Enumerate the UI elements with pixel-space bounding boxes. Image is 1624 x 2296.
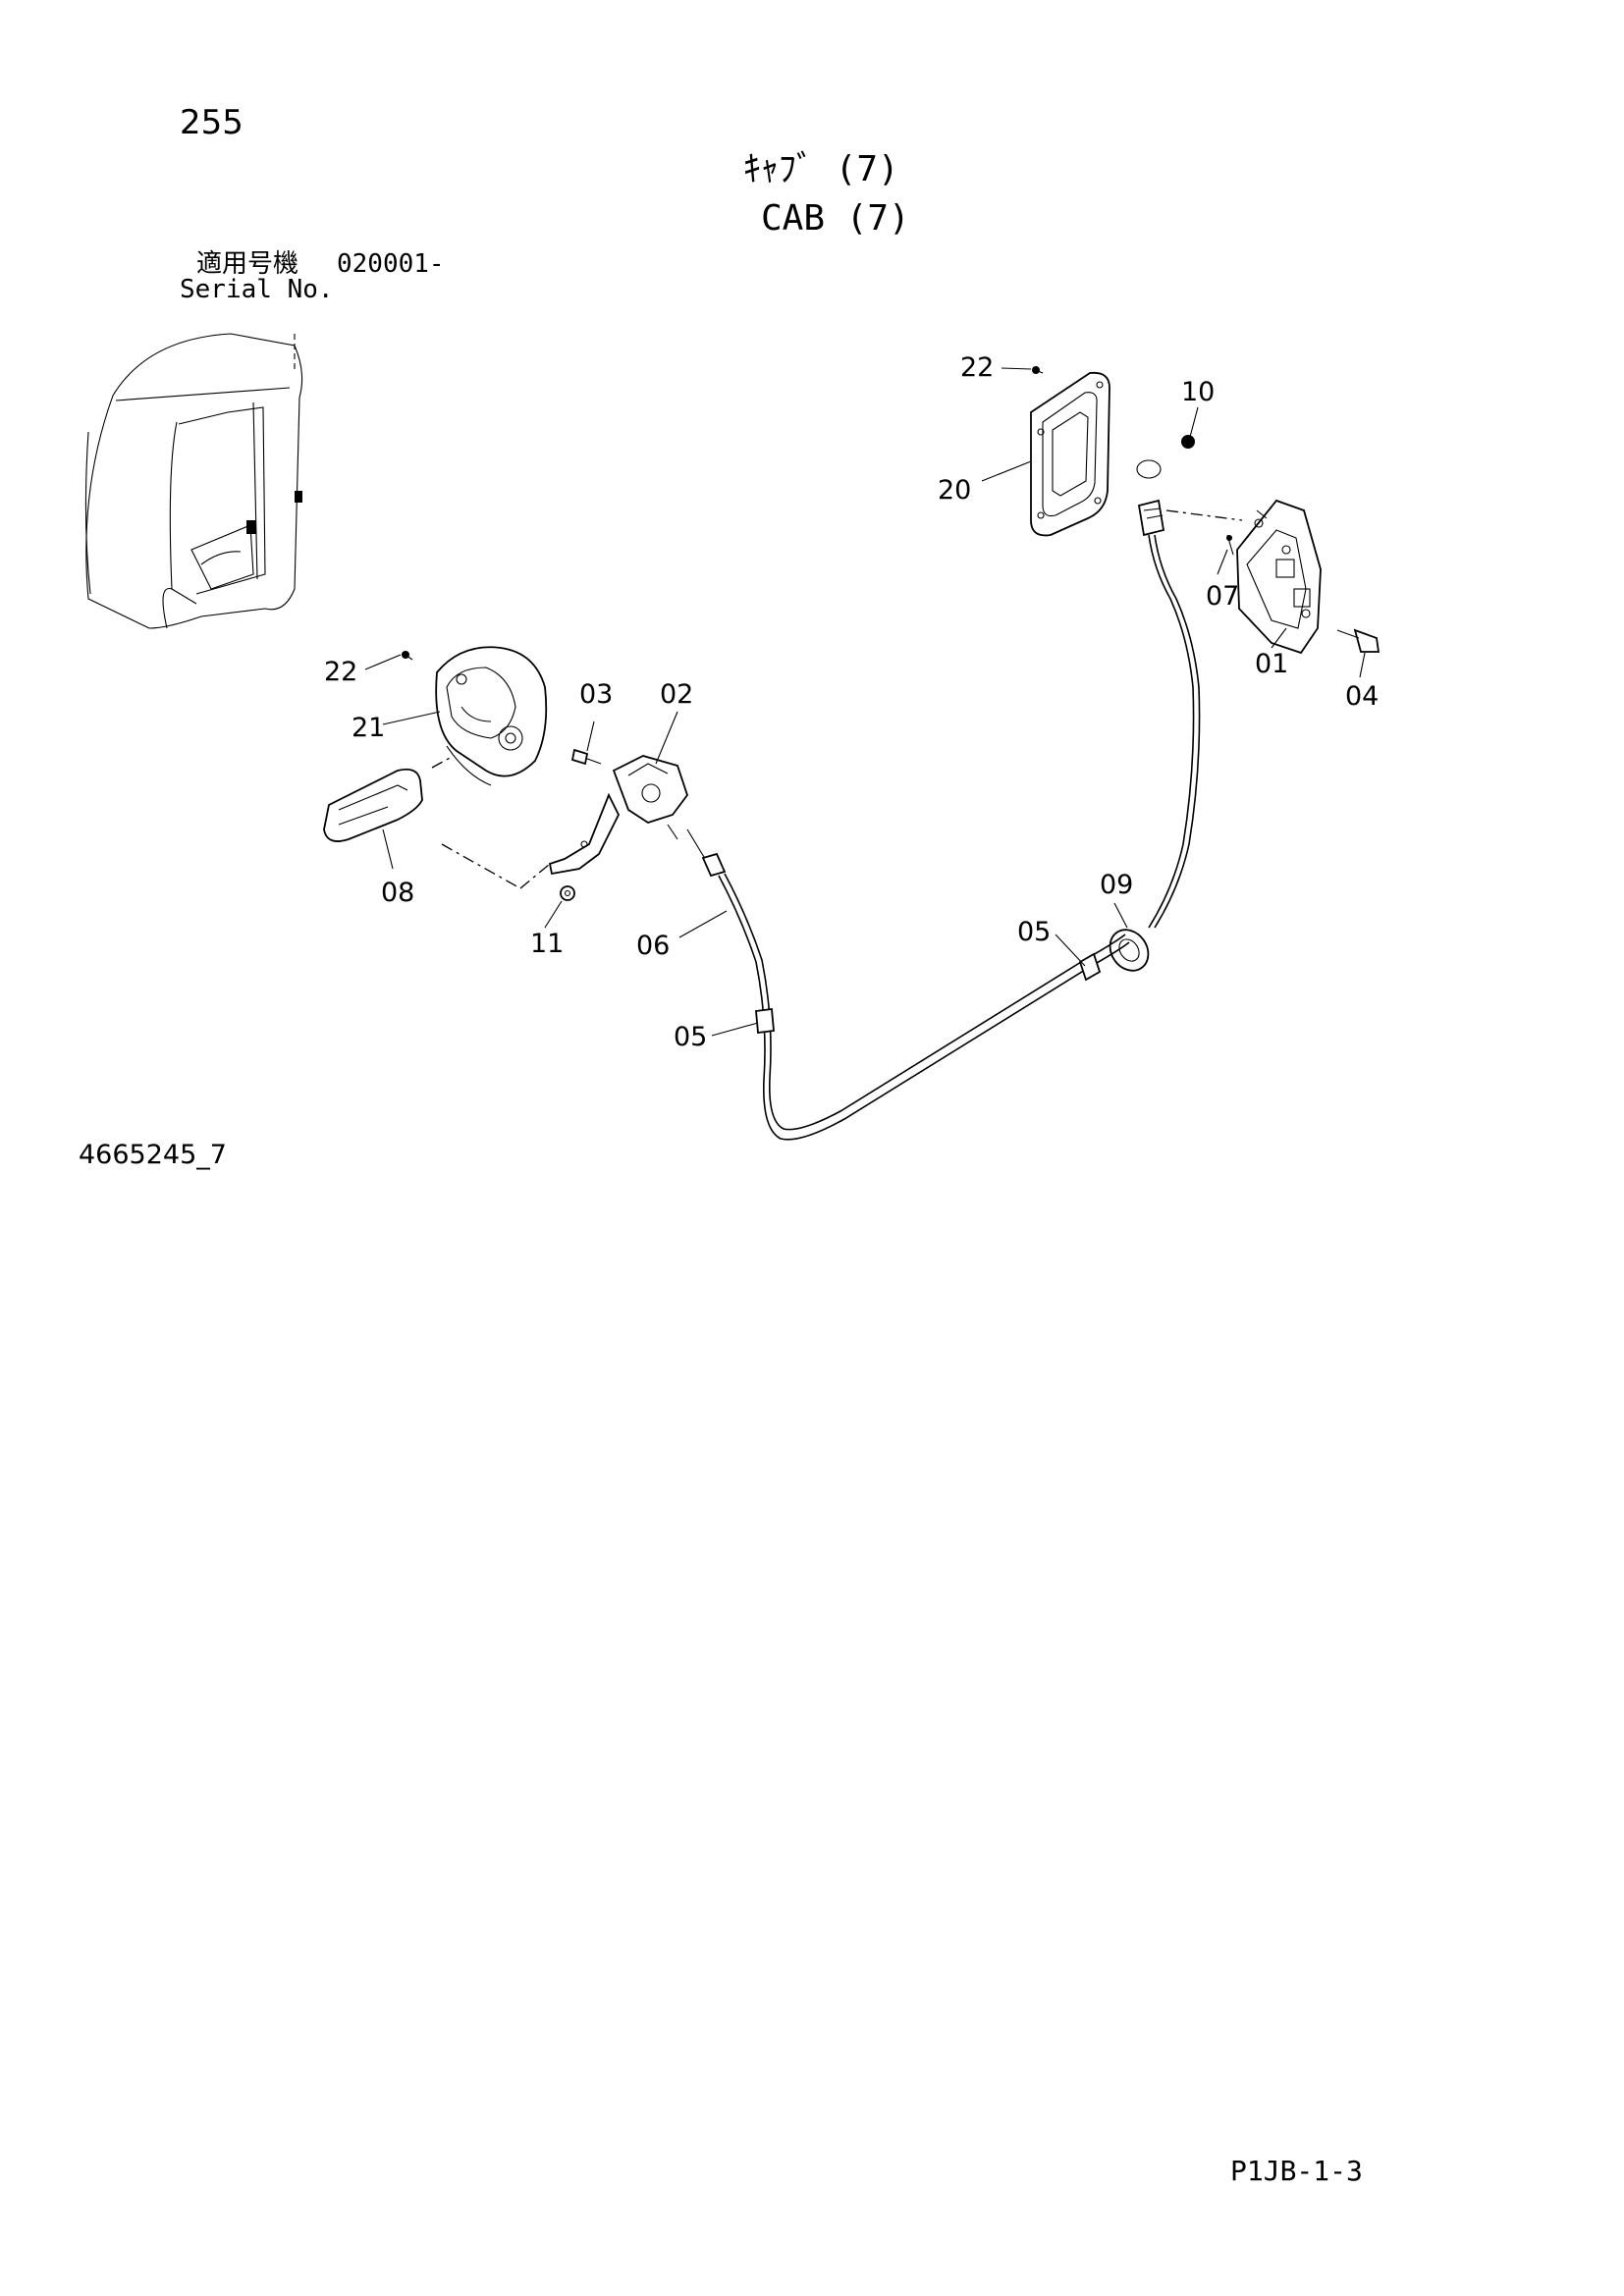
pin-07 — [1226, 534, 1234, 556]
callout-05-upper: 05 — [1017, 917, 1051, 947]
callout-09: 09 — [1100, 870, 1133, 900]
handle-plate — [1030, 371, 1110, 537]
page-title-japanese: ｷｬﾌﾞ (7) — [743, 149, 899, 189]
callout-11: 11 — [530, 929, 564, 959]
clip-05-lower — [755, 1007, 775, 1035]
grommet — [1109, 929, 1150, 972]
callout-06: 06 — [636, 931, 670, 961]
callout-02: 02 — [660, 679, 693, 710]
cable-upper — [1148, 534, 1201, 929]
screw-22-left — [402, 651, 413, 661]
assembly-dash-lines — [431, 755, 551, 889]
callout-03: 03 — [579, 679, 613, 710]
leader-lines — [364, 367, 1366, 1037]
serial-number-value: 020001- — [337, 249, 445, 279]
handle-lever — [323, 768, 423, 842]
clip-05-upper — [1078, 952, 1102, 982]
bolt-03 — [570, 748, 602, 766]
callout-04: 04 — [1345, 681, 1379, 712]
callout-08: 08 — [381, 878, 414, 908]
sheet-reference: P1JB-1-3 — [1230, 2155, 1363, 2187]
callout-21: 21 — [352, 713, 385, 743]
serial-label: Serial No. — [180, 275, 334, 304]
bolt-04 — [1336, 628, 1380, 653]
callout-22-left: 22 — [324, 657, 357, 687]
callout-05-lower: 05 — [674, 1022, 707, 1052]
callouts: 22 20 10 07 01 04 22 21 03 02 08 11 06 0… — [324, 352, 1379, 1052]
page-number: 255 — [180, 103, 244, 142]
screw-22-top — [1032, 366, 1044, 374]
callout-10: 10 — [1181, 377, 1215, 407]
callout-22-top: 22 — [960, 352, 994, 383]
inner-handle-housing — [435, 646, 548, 786]
cab-overview — [84, 333, 303, 629]
serial-label-japanese: 適用号機 — [196, 249, 299, 279]
release-mechanism — [548, 755, 689, 876]
cable-lower — [686, 828, 1130, 1141]
callout-01: 01 — [1255, 649, 1288, 679]
nut-11 — [560, 885, 575, 901]
callout-20: 20 — [938, 475, 971, 506]
key-cylinder — [1136, 435, 1243, 537]
door-lock-assembly — [1236, 499, 1322, 655]
page-title: CAB (7) — [761, 198, 910, 239]
callout-07: 07 — [1206, 581, 1239, 612]
drawing-number: 4665245_7 — [79, 1140, 227, 1170]
